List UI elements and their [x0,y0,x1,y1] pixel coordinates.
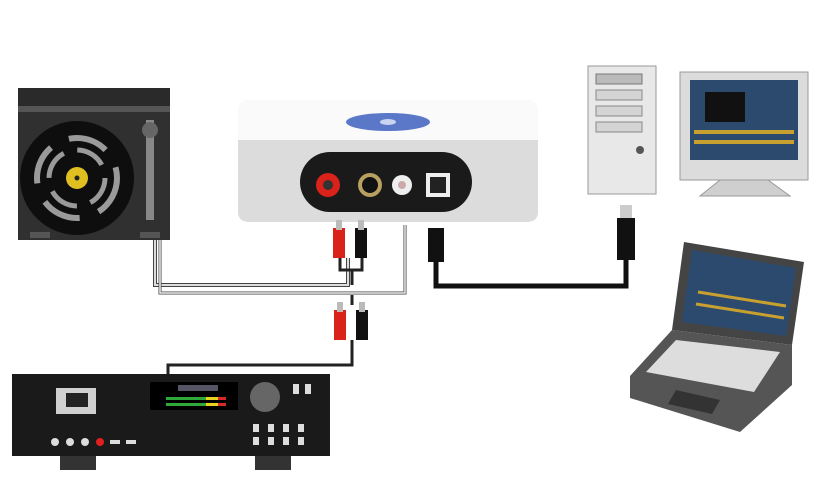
desktop-monitor [679,71,809,197]
recorder-cable [166,340,354,374]
usb-b-plug [428,228,444,262]
rca-plugs-top [333,220,367,258]
rca-plugs-bottom [334,302,368,340]
volume-knob [250,382,280,412]
tonearm [146,120,154,220]
usb-a-plug [617,205,635,260]
turntable-cable [153,225,407,295]
turntable [18,88,170,240]
vu-meter-green [166,397,206,400]
rca-top-cable [338,258,364,285]
laptop [630,242,804,432]
cd-recorder [12,374,330,470]
usb-audio-interface [238,100,538,222]
usb-cable [433,258,629,289]
desktop-tower [587,65,657,195]
